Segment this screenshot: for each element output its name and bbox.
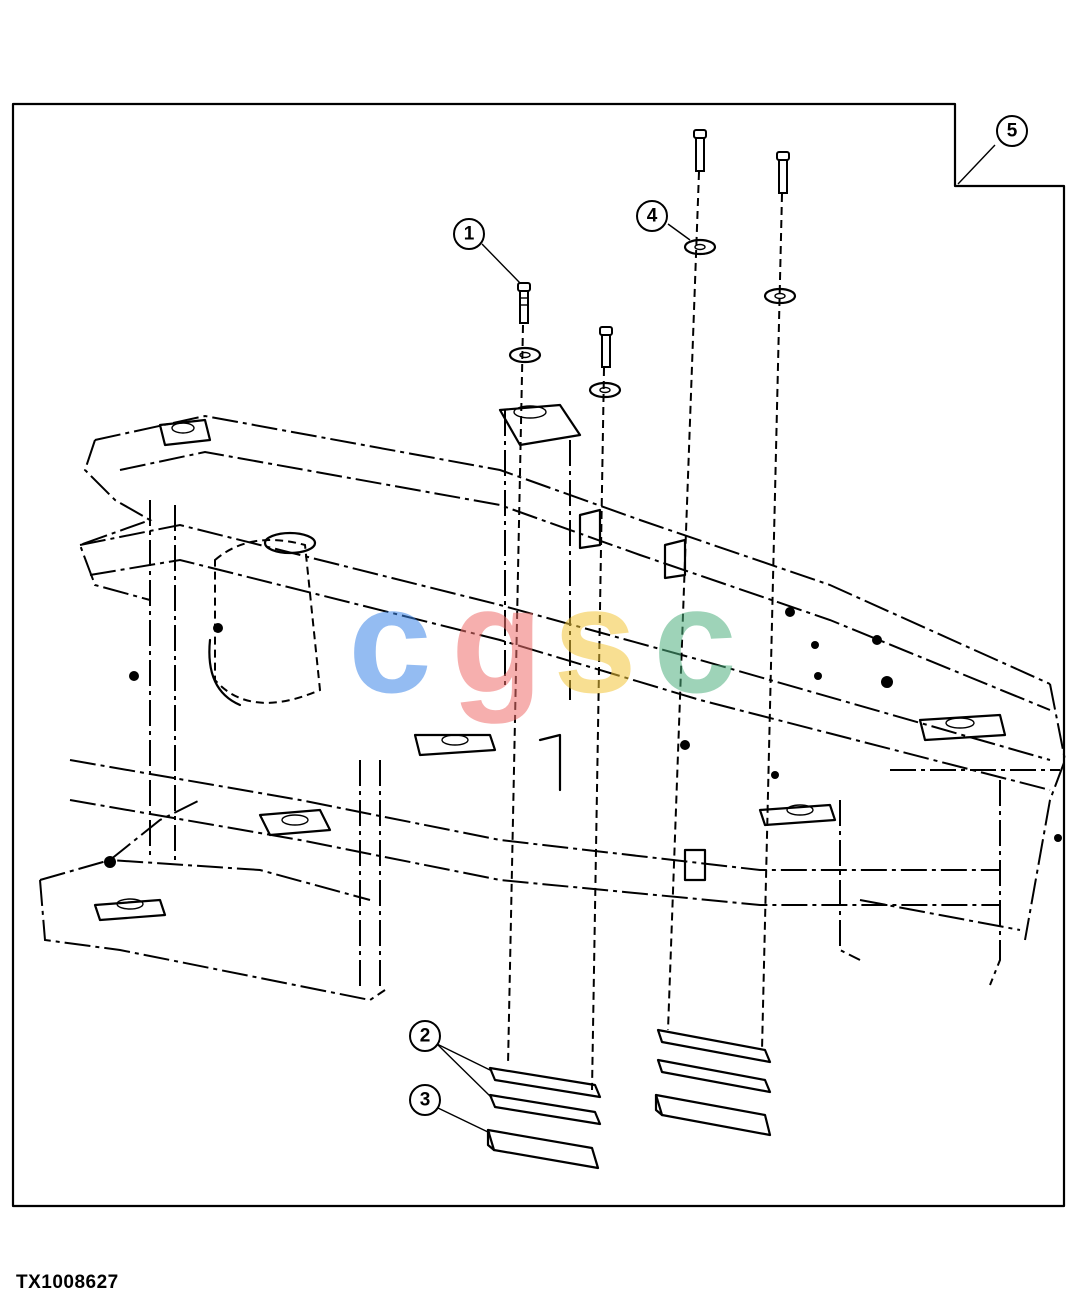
diagram-border [11, 102, 1066, 1208]
callout-4: 4 [636, 200, 668, 232]
main-frame-drawing [39, 403, 1067, 1002]
callout-5-label: 5 [1007, 121, 1018, 142]
bolt-4 [776, 151, 790, 194]
watermark-logo: c g s c [348, 556, 736, 724]
callout-1-label: 1 [464, 224, 475, 245]
callout-3-label: 3 [420, 1090, 431, 1111]
watermark-letter-3: s [553, 556, 636, 724]
callout-4-label: 4 [647, 206, 658, 227]
watermark-letter-2: g [451, 556, 543, 724]
watermark-letter-4: c [653, 556, 736, 724]
bolts-and-washers [508, 129, 797, 399]
callout-1: 1 [453, 218, 485, 250]
callout-5: 5 [996, 115, 1028, 147]
leader-lines [436, 144, 996, 1134]
callout-3: 3 [409, 1084, 441, 1116]
watermark-letter-1: c [348, 556, 431, 724]
bolt-3 [693, 129, 707, 172]
callout-2: 2 [409, 1020, 441, 1052]
figure-code: TX1008627 [16, 1272, 119, 1293]
callout-2-label: 2 [420, 1026, 431, 1047]
bolt-1 [517, 282, 531, 324]
shim-stack-right [654, 1028, 772, 1137]
fastener-centerlines [507, 171, 783, 1091]
bolt-2 [599, 326, 613, 368]
shim-stack-left [486, 1066, 602, 1170]
